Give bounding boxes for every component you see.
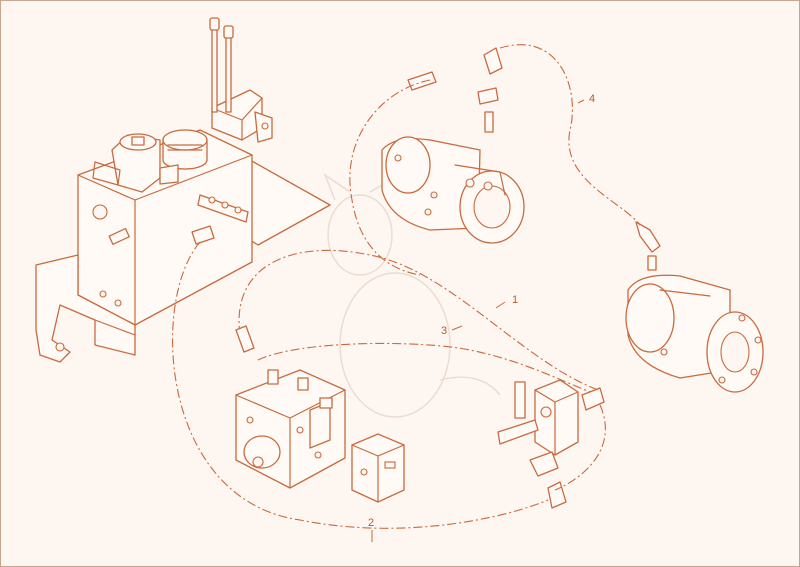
hose-2 <box>172 241 549 529</box>
elbow-fitting-lower <box>547 481 567 509</box>
hydraulic-tank-assembly <box>35 17 331 363</box>
control-valve <box>209 17 273 143</box>
hose-5 <box>349 79 431 276</box>
pump-shaft <box>252 456 264 468</box>
bracket-bolt-hole <box>55 342 65 352</box>
valve-cartridge <box>514 381 526 419</box>
control-lever-right <box>225 29 232 113</box>
motor-right-fitting <box>647 255 657 271</box>
control-lever-left <box>211 21 218 113</box>
callout-3-leader <box>451 325 463 331</box>
tee-fitting <box>497 419 539 445</box>
motor-flange-right <box>625 283 675 353</box>
hose-end-fittings <box>235 47 503 353</box>
sight-glass <box>92 204 108 220</box>
wheel-motor-right <box>625 221 764 393</box>
hose-lines <box>172 44 641 529</box>
hydraulic-pump <box>235 369 346 489</box>
motor-flange-upper <box>385 136 431 194</box>
tank-label-plate <box>108 227 130 245</box>
callout-4-leader <box>577 99 585 104</box>
tank-bracket <box>35 254 136 363</box>
callout-1-leader <box>495 301 506 309</box>
callout-2: 2 <box>368 517 374 529</box>
pump-port-fitting <box>267 369 279 385</box>
flow-divider-valve <box>497 379 605 509</box>
elbow-fitting-tank <box>191 225 215 245</box>
hose-3 <box>257 342 591 393</box>
motor-upper-fitting <box>484 111 494 133</box>
callout-4: 4 <box>589 93 595 105</box>
pump-control-block <box>351 433 405 503</box>
filter-head <box>92 133 179 193</box>
callout-1: 1 <box>512 294 518 306</box>
tank-mounting-plate <box>249 159 331 246</box>
hose-1 <box>238 249 599 391</box>
filler-cap <box>162 129 208 170</box>
hose-4 <box>499 44 641 226</box>
callouts: 1 2 3 4 <box>368 93 595 542</box>
tank-fittings <box>191 194 249 245</box>
callout-3: 3 <box>441 325 447 337</box>
wheel-motor-upper <box>381 71 525 244</box>
